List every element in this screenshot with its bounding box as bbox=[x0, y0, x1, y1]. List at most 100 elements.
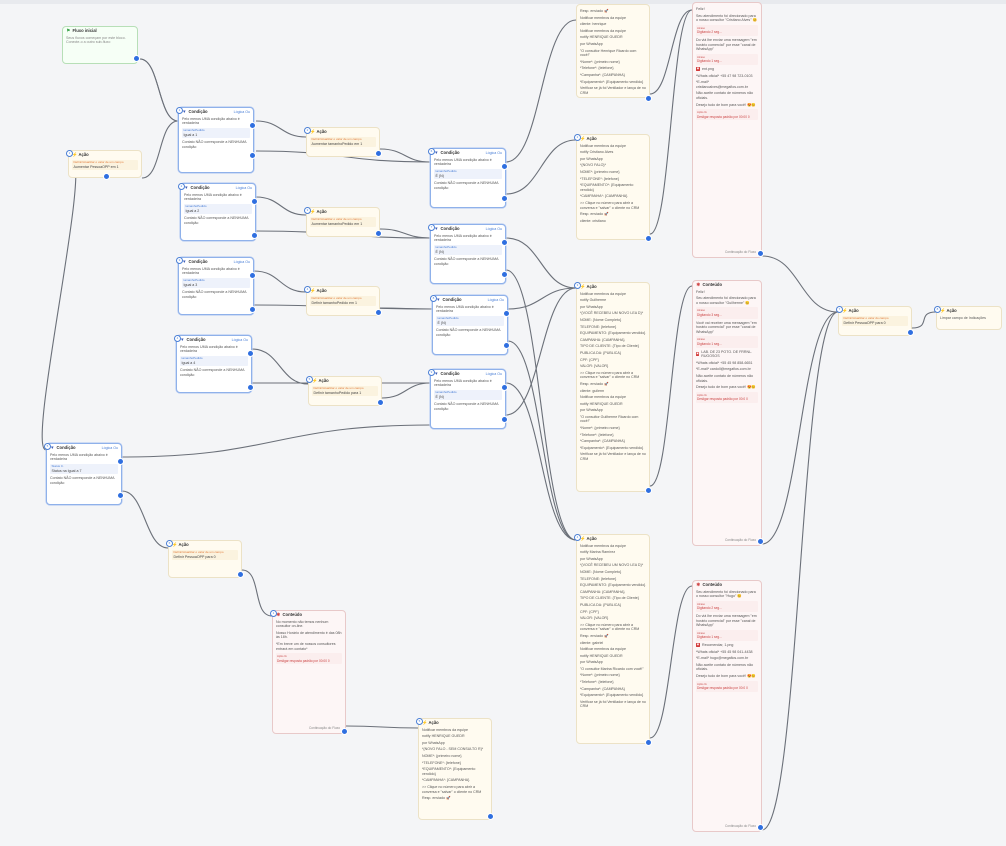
output-port-true[interactable] bbox=[501, 384, 508, 391]
action-line: Notificar membros da equipe bbox=[422, 727, 468, 732]
action-node[interactable]: 3 ⚡Ação Definir/Atualizar o valor de um … bbox=[304, 207, 382, 237]
notify-action-node[interactable]: Resp. enviado 🚀Notificar membros da equi… bbox=[576, 4, 652, 102]
logic-label[interactable]: Lógica Ou bbox=[231, 338, 248, 342]
action-node[interactable]: 2 ⚡Ação Definir/Atualizar o valor de um … bbox=[304, 127, 382, 157]
output-port[interactable] bbox=[907, 329, 914, 336]
output-port[interactable] bbox=[237, 571, 244, 578]
output-port-true[interactable] bbox=[249, 122, 256, 129]
content-node[interactable]: ✱Conteúdo Feliz!Seu atendimento foi dire… bbox=[692, 280, 764, 546]
action-node[interactable]: 7 ⚡Ação Definir/Atualizar o valor do cam… bbox=[836, 306, 914, 336]
logic-label[interactable]: Lógica Ou bbox=[233, 110, 250, 114]
output-port[interactable] bbox=[645, 95, 652, 102]
continue-flow-label[interactable]: Continuação do Fluxo bbox=[724, 538, 756, 543]
output-port[interactable] bbox=[757, 250, 764, 257]
output-port-else[interactable] bbox=[249, 152, 256, 159]
output-port-else[interactable] bbox=[117, 492, 124, 499]
output-port[interactable] bbox=[375, 150, 382, 157]
action-node[interactable]: 4 ⚡Ação Definir/Atualizar o valor de um … bbox=[304, 286, 382, 316]
output-port[interactable] bbox=[133, 55, 140, 62]
output-port[interactable] bbox=[375, 309, 382, 316]
output-port-else[interactable] bbox=[501, 271, 508, 278]
output-port[interactable] bbox=[487, 813, 494, 820]
content-node[interactable]: Feliz!Seu atendimento foi direcionado pa… bbox=[692, 2, 764, 258]
output-port[interactable] bbox=[757, 824, 764, 831]
logic-label[interactable]: Lógica Ou bbox=[485, 151, 502, 155]
output-port[interactable] bbox=[375, 230, 382, 237]
output-port-true[interactable] bbox=[249, 272, 256, 279]
output-port[interactable] bbox=[757, 538, 764, 545]
output-port-true[interactable] bbox=[247, 350, 254, 357]
logic-label[interactable]: Lógica Ou bbox=[485, 227, 502, 231]
content-node[interactable]: ✱Conteúdo Seu atendimento foi direcionad… bbox=[692, 580, 764, 832]
output-port-true[interactable] bbox=[501, 239, 508, 246]
output-port-true[interactable] bbox=[501, 163, 508, 170]
start-node[interactable]: ⚑Fluxo inicial Seus fluxos começam por e… bbox=[62, 26, 140, 64]
logic-label[interactable]: Lógica Ou bbox=[233, 260, 250, 264]
rule-value: É (N) bbox=[437, 320, 446, 325]
output-port-true[interactable] bbox=[503, 310, 510, 317]
output-port[interactable] bbox=[341, 728, 348, 735]
logic-label[interactable]: Lógica Ou bbox=[487, 298, 504, 302]
output-port-else[interactable] bbox=[247, 384, 254, 391]
output-port-else[interactable] bbox=[501, 416, 508, 423]
output-port-true[interactable] bbox=[251, 198, 258, 205]
output-port-else[interactable] bbox=[503, 342, 510, 349]
output-port-else[interactable] bbox=[251, 232, 258, 239]
logic-label[interactable]: Lógica Ou bbox=[485, 372, 502, 376]
action-node[interactable]: 1 ⚡Ação Definir/Atualizar o valor de um … bbox=[66, 150, 142, 180]
action-line: >> Clique no número para abrir a convers… bbox=[422, 784, 482, 794]
output-port[interactable] bbox=[377, 399, 384, 406]
message-text: *Whats oficial* +55 47 98 723-0103 bbox=[696, 73, 753, 78]
logic-label[interactable]: Lógica Ou bbox=[101, 446, 118, 450]
output-port[interactable] bbox=[645, 487, 652, 494]
continue-flow-label[interactable]: Continuação do Fluxo bbox=[724, 824, 756, 829]
action-line: *EQUIPAMENTO*: {Equipamento vendido} bbox=[422, 767, 476, 776]
output-port[interactable] bbox=[102, 173, 110, 180]
output-port-true[interactable] bbox=[117, 458, 124, 465]
attachment-name: ent.png bbox=[702, 66, 714, 71]
continue-flow-label[interactable]: Continuação do Fluxo bbox=[724, 250, 756, 255]
output-port-else[interactable] bbox=[249, 306, 256, 313]
logic-label[interactable]: Lógica Ou bbox=[235, 186, 252, 190]
action-node[interactable]: 6 ⚡Ação Definir/Atualizar o valor de um … bbox=[166, 540, 244, 578]
condition-rule[interactable]: Status C.Status na Igual a 7 bbox=[50, 463, 118, 474]
content-items: Seu atendimento foi direcionado para o n… bbox=[696, 590, 758, 692]
output-port[interactable] bbox=[645, 739, 652, 746]
action-node[interactable]: 5 ⚡Ação Definir/Atualizar o valor de um … bbox=[306, 376, 384, 406]
content-node[interactable]: 1 ✱Conteúdo No momento não temos nenhum … bbox=[270, 610, 348, 735]
continue-flow-label[interactable]: Continuação do Fluxo bbox=[308, 726, 340, 731]
output-port-else[interactable] bbox=[501, 195, 508, 202]
action-node[interactable]: 8 ⚡Ação Limpar campo de Indicações bbox=[934, 306, 1002, 330]
delay-label: Atraso bbox=[697, 25, 706, 30]
output-port[interactable] bbox=[645, 235, 652, 242]
